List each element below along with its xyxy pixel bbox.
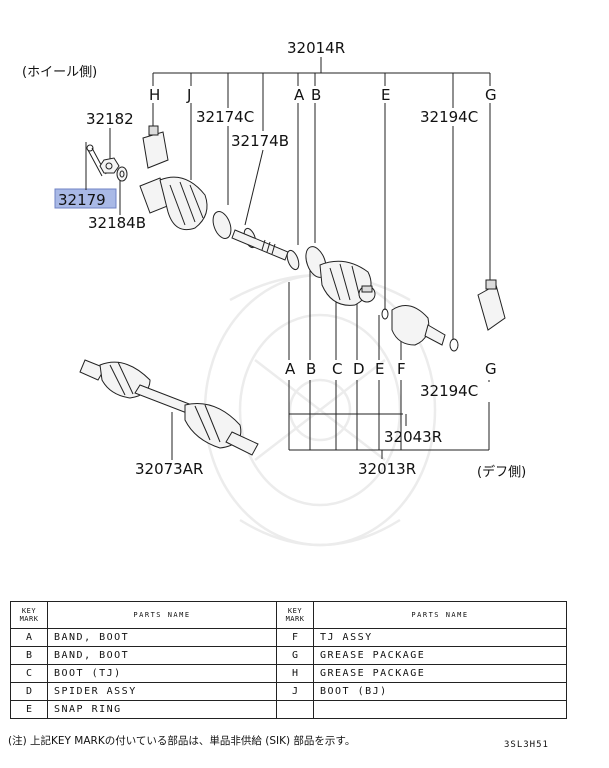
name-cell: BAND, BOOT	[47, 628, 277, 647]
bottom-key-B: B	[306, 360, 316, 378]
tj-boot-drawing	[319, 260, 372, 306]
header-parts-name-left: PARTS NAME	[47, 601, 277, 629]
empty-key-cell	[276, 700, 314, 719]
footnote: (注) 上記KEY MARKの付いている部品は、単品非供給 (SIK) 部品を示…	[8, 735, 356, 747]
callout-32194C-bottom: 32194C	[420, 382, 478, 400]
key-cell: D	[10, 682, 48, 701]
name-cell: BOOT (BJ)	[313, 682, 567, 701]
top-key-B: B	[311, 86, 321, 104]
callout-32174C: 32174C	[196, 108, 254, 126]
header-parts-name-right: PARTS NAME	[313, 601, 567, 629]
name-cell: TJ ASSY	[313, 628, 567, 647]
name-cell: GREASE PACKAGE	[313, 646, 567, 665]
callout-32182: 32182	[86, 110, 134, 128]
header-key-mark-left: KEY MARK	[10, 601, 48, 629]
top-key-A: A	[294, 86, 305, 104]
bottom-key-E: E	[375, 360, 384, 378]
callout-32179: 32179	[58, 191, 106, 209]
key-cell: H	[276, 664, 314, 683]
table-row: D SPIDER ASSY J BOOT (BJ)	[10, 682, 567, 701]
callout-32174B: 32174B	[231, 132, 289, 150]
header-key-mark-right: KEY MARK	[276, 601, 314, 629]
top-key-E: E	[381, 86, 390, 104]
key-cell: G	[276, 646, 314, 665]
bottom-key-G: G	[485, 360, 497, 378]
key-cell: J	[276, 682, 314, 701]
wheel-side-label: (ホイール側)	[22, 65, 97, 80]
driveshaft-exploded-diagram: 32014R (ホイール側) 32182 32174C 32174B 32179…	[22, 39, 526, 547]
bracket-32014R	[152, 57, 491, 340]
key-cell: B	[10, 646, 48, 665]
name-cell: BAND, BOOT	[47, 646, 277, 665]
bj-joint-and-boot-drawing	[139, 176, 208, 231]
driveshaft-assembly-32073AR-drawing	[79, 359, 259, 460]
callout-32014R: 32014R	[287, 39, 345, 57]
snap-ring-G-drawing	[449, 338, 459, 352]
top-key-J: J	[186, 86, 191, 104]
table-row: E SNAP RING	[10, 700, 567, 719]
callout-32184B: 32184B	[88, 214, 146, 232]
bottom-key-C: C	[332, 360, 342, 378]
nut-drawing	[99, 157, 120, 174]
washer-drawing	[116, 166, 128, 182]
callout-32194C-top: 32194C	[420, 108, 478, 126]
diff-side-label: (デフ側)	[477, 464, 526, 480]
name-cell: GREASE PACKAGE	[313, 664, 567, 683]
key-cell: E	[10, 700, 48, 719]
tj-assy-drawing	[391, 305, 446, 346]
bottom-key-A: A	[285, 360, 296, 378]
key-cell: A	[10, 628, 48, 647]
top-key-H: H	[149, 86, 160, 104]
top-key-G: G	[485, 86, 497, 104]
table-row: C BOOT (TJ) H GREASE PACKAGE	[10, 664, 567, 683]
name-cell: SPIDER ASSY	[47, 682, 277, 701]
parts-key-table: KEY MARK PARTS NAME KEY MARK PARTS NAME …	[10, 601, 567, 719]
name-cell: BOOT (TJ)	[47, 664, 277, 683]
callout-32073AR: 32073AR	[135, 460, 203, 478]
key-cell: C	[10, 664, 48, 683]
callout-32043R: 32043R	[384, 428, 442, 446]
table-row: A BAND, BOOT F TJ ASSY	[10, 628, 567, 647]
grease-package-H-drawing	[142, 125, 169, 169]
name-cell: SNAP RING	[47, 700, 277, 719]
table-row: B BAND, BOOT G GREASE PACKAGE	[10, 646, 567, 665]
bottom-key-D: D	[353, 360, 365, 378]
callout-32013R: 32013R	[358, 460, 416, 478]
bottom-key-F: F	[397, 360, 406, 378]
diagram-code: 3SL3H51	[504, 740, 549, 750]
table-header-row: KEY MARK PARTS NAME KEY MARK PARTS NAME	[10, 601, 567, 629]
spider-assy-drawing	[358, 285, 376, 303]
empty-name-cell	[313, 700, 567, 719]
shaft-segment-top-drawing	[231, 229, 289, 261]
grease-package-G-drawing	[477, 279, 506, 331]
snap-ring-drawing	[381, 308, 389, 320]
key-cell: F	[276, 628, 314, 647]
